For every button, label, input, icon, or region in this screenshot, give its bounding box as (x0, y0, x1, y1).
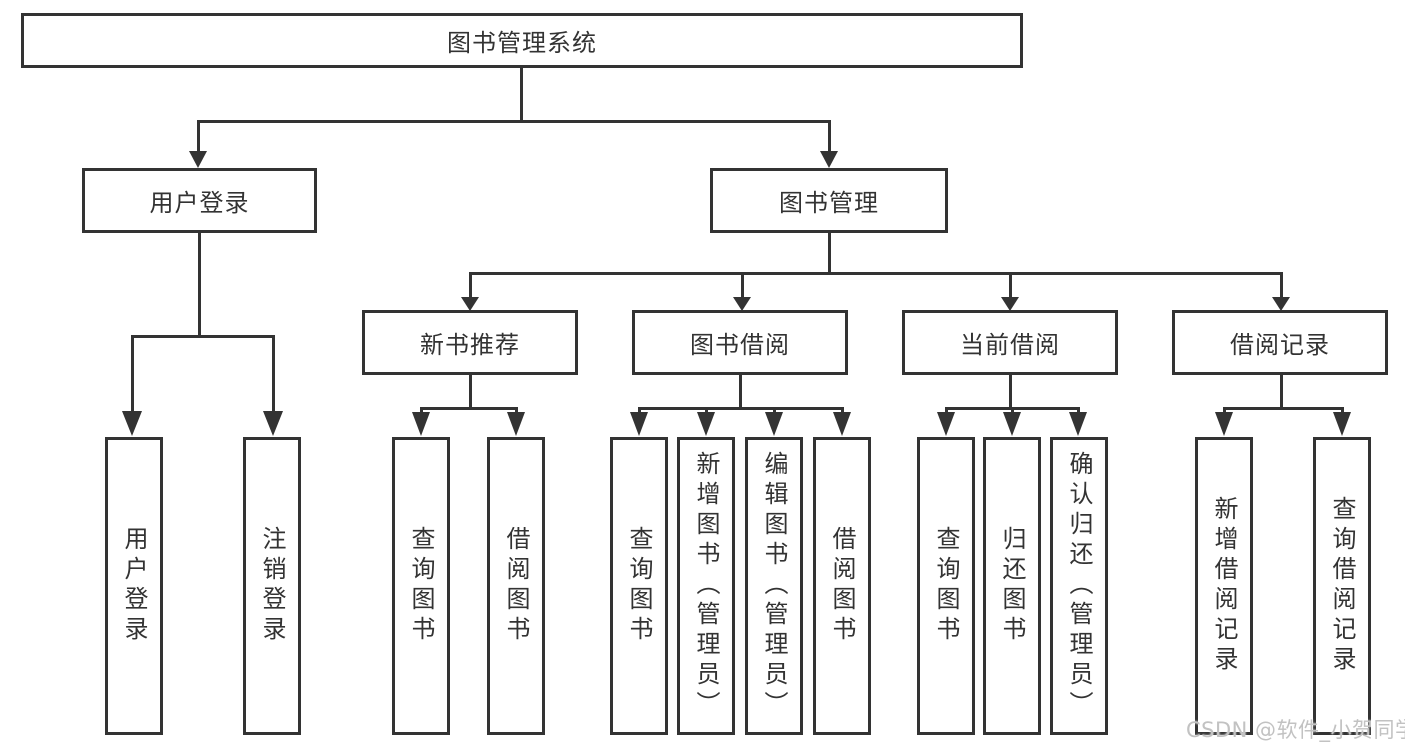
connector-root-stem (520, 68, 523, 122)
connector-user-login-split (131, 335, 275, 338)
connector-current-drop-1 (945, 407, 948, 415)
leaf-add-borrow-record: 新增借阅记录 (1195, 437, 1253, 735)
connector-current-drop-2 (1011, 407, 1014, 415)
leaf-borrow-books-recommend-label: 借阅图书 (502, 526, 530, 646)
connector-records-drop-2 (1341, 407, 1344, 415)
leaf-query-books-current: 查询图书 (917, 437, 975, 735)
node-book-borrowing: 图书借阅 (632, 310, 848, 375)
leaf-borrow-books-borrowing: 借阅图书 (813, 437, 871, 735)
arrowhead-book-borrowing (733, 297, 751, 311)
connector-current-drop-3 (1077, 407, 1080, 415)
connector-recommend-stem (469, 375, 472, 409)
leaf-user-login: 用户登录 (105, 437, 163, 735)
leaf-query-books-recommend-label: 查询图书 (407, 526, 435, 646)
node-new-book-recommendation: 新书推荐 (362, 310, 578, 375)
arrowhead-query-borrow-record (1333, 412, 1351, 436)
connector-borrowing-split (638, 407, 844, 410)
arrowhead-confirm-return-admin (1069, 412, 1087, 436)
connector-root-drop-left (197, 120, 200, 153)
arrowhead-query-books-current (937, 412, 955, 436)
connector-borrowing-drop-4 (841, 407, 844, 415)
leaf-confirm-return-admin-label: 确认归还（管理员） (1065, 451, 1093, 721)
arrowhead-current-borrowing (1001, 297, 1019, 311)
connector-user-login-drop-2 (272, 335, 275, 413)
leaf-return-books-label: 归还图书 (998, 526, 1026, 646)
leaf-add-books-admin: 新增图书（管理员） (677, 437, 735, 735)
connector-l3-drop-1 (469, 272, 472, 298)
leaf-query-books-recommend: 查询图书 (392, 437, 450, 735)
leaf-add-books-admin-label: 新增图书（管理员） (692, 451, 720, 721)
connector-l3-drop-4 (1280, 272, 1283, 298)
arrowhead-edit-books-admin (765, 412, 783, 436)
leaf-query-books-borrowing: 查询图书 (610, 437, 668, 735)
arrowhead-new-book-recommendation (461, 297, 479, 311)
arrowhead-borrow-books-recommend (507, 412, 525, 436)
arrowhead-return-books (1003, 412, 1021, 436)
leaf-user-login-label: 用户登录 (120, 526, 148, 646)
connector-borrowing-stem (739, 375, 742, 409)
connector-borrowing-drop-3 (773, 407, 776, 415)
leaf-borrow-books-borrowing-label: 借阅图书 (828, 526, 856, 646)
connector-borrowing-drop-1 (638, 407, 641, 415)
leaf-return-books: 归还图书 (983, 437, 1041, 735)
arrowhead-query-books-borrowing (630, 412, 648, 436)
arrowhead-leaf-logout (263, 411, 283, 436)
connector-l3-drop-3 (1009, 272, 1012, 298)
leaf-logout-label: 注销登录 (258, 526, 286, 646)
connector-records-stem (1280, 375, 1283, 409)
connector-recommend-drop-1 (420, 407, 423, 415)
connector-root-split (197, 120, 831, 123)
node-user-login: 用户登录 (82, 168, 317, 233)
connector-records-drop-1 (1223, 407, 1226, 415)
leaf-confirm-return-admin: 确认归还（管理员） (1050, 437, 1108, 735)
connector-current-stem (1009, 375, 1012, 409)
connector-l3-drop-2 (741, 272, 744, 298)
node-borrowing-records: 借阅记录 (1172, 310, 1388, 375)
arrowhead-leaf-user-login (122, 411, 142, 436)
node-book-management: 图书管理 (710, 168, 948, 233)
arrowhead-borrow-books-borrowing (833, 412, 851, 436)
arrowhead-book-management (820, 151, 838, 168)
connector-user-login-drop-1 (131, 335, 134, 413)
leaf-query-borrow-record-label: 查询借阅记录 (1328, 496, 1356, 676)
connector-recommend-drop-2 (515, 407, 518, 415)
node-current-borrowing: 当前借阅 (902, 310, 1118, 375)
leaf-logout: 注销登录 (243, 437, 301, 735)
leaf-query-books-current-label: 查询图书 (932, 526, 960, 646)
connector-root-drop-right (828, 120, 831, 153)
arrowhead-user-login (189, 151, 207, 168)
arrowhead-add-borrow-record (1215, 412, 1233, 436)
node-library-management-system: 图书管理系统 (21, 13, 1023, 68)
connector-recommend-split (420, 407, 518, 410)
csdn-watermark: CSDN @软件_小贺同学 (1186, 718, 1405, 742)
leaf-edit-books-admin-label: 编辑图书（管理员） (760, 451, 788, 721)
connector-borrowing-drop-2 (705, 407, 708, 415)
connector-book-management-stem (828, 232, 831, 274)
leaf-query-books-borrowing-label: 查询图书 (625, 526, 653, 646)
leaf-query-borrow-record: 查询借阅记录 (1313, 437, 1371, 735)
leaf-borrow-books-recommend: 借阅图书 (487, 437, 545, 735)
connector-book-management-split (469, 272, 1282, 275)
arrowhead-query-books-recommend (412, 412, 430, 436)
leaf-edit-books-admin: 编辑图书（管理员） (745, 437, 803, 735)
arrowhead-borrowing-records (1272, 297, 1290, 311)
arrowhead-add-books-admin (697, 412, 715, 436)
connector-user-login-stem (198, 233, 201, 337)
leaf-add-borrow-record-label: 新增借阅记录 (1210, 496, 1238, 676)
connector-records-split (1223, 407, 1344, 410)
